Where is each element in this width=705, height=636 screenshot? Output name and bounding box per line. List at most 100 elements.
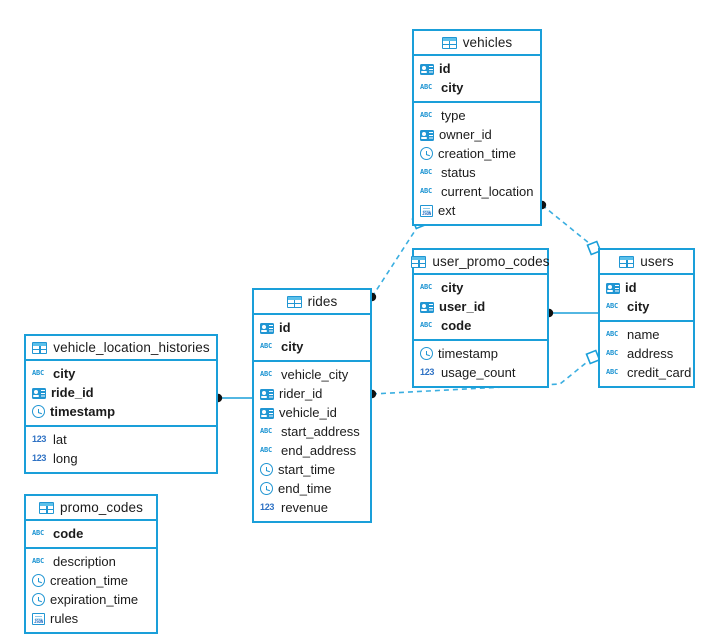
id-card-icon — [32, 387, 46, 399]
table-title: vehicle_location_histories — [53, 340, 210, 355]
clock-icon — [420, 147, 433, 160]
id-card-icon — [260, 407, 274, 419]
id-card-icon — [606, 282, 620, 294]
json-icon — [420, 204, 433, 217]
field-row[interactable]: creation_time — [414, 144, 540, 163]
field-row[interactable]: expiration_time — [26, 590, 156, 609]
abc-text-icon: ABC — [420, 83, 433, 91]
field-row[interactable]: ABC start_address — [254, 422, 370, 441]
field-row[interactable]: ext — [414, 201, 540, 220]
table-grid-icon — [39, 501, 55, 514]
clock-icon — [32, 593, 45, 606]
json-icon — [32, 612, 45, 625]
table-title: rides — [307, 294, 338, 309]
clock-icon — [32, 574, 45, 587]
abc-text-icon: ABC — [260, 446, 273, 454]
abc-text-icon: ABC — [606, 330, 619, 338]
field-label: user_id — [439, 299, 486, 314]
field-row[interactable]: timestamp — [414, 344, 547, 363]
field-row[interactable]: rules — [26, 609, 156, 628]
field-label: credit_card — [627, 365, 692, 380]
field-label: timestamp — [438, 346, 498, 361]
id-card-icon — [420, 129, 434, 141]
table-header[interactable]: vehicles — [414, 31, 540, 56]
clock-icon — [260, 463, 273, 476]
table-title: user_promo_codes — [432, 254, 550, 269]
field-label: vehicle_city — [281, 367, 349, 382]
abc-text-icon: ABC — [260, 427, 273, 435]
field-label: creation_time — [438, 146, 517, 161]
table-header[interactable]: users — [600, 250, 693, 275]
edge-vehicles-to-users[interactable] — [537, 200, 602, 256]
field-row[interactable]: id — [254, 318, 370, 337]
field-row[interactable]: creation_time — [26, 571, 156, 590]
field-label: city — [441, 280, 464, 295]
field-row[interactable]: start_time — [254, 460, 370, 479]
edge-vlh-to-rides[interactable] — [213, 393, 252, 403]
field-row[interactable]: end_time — [254, 479, 370, 498]
field-label: status — [441, 165, 476, 180]
table-grid-icon — [619, 255, 635, 268]
field-label: id — [279, 320, 291, 335]
field-label: creation_time — [50, 573, 129, 588]
field-label: name — [627, 327, 660, 342]
field-label: start_time — [278, 462, 336, 477]
table-header[interactable]: user_promo_codes — [411, 250, 550, 275]
field-label: address — [627, 346, 674, 361]
field-label: start_address — [281, 424, 360, 439]
field-row[interactable]: owner_id — [414, 125, 540, 144]
field-label: id — [439, 61, 451, 76]
field-row[interactable]: user_id — [414, 297, 547, 316]
table-grid-icon — [441, 36, 457, 49]
table-title: users — [640, 254, 674, 269]
field-row[interactable]: rider_id — [254, 384, 370, 403]
table-header[interactable]: promo_codes — [26, 496, 156, 521]
field-label: end_address — [281, 443, 357, 458]
table-header[interactable]: rides — [254, 290, 370, 315]
field-label: end_time — [278, 481, 332, 496]
field-row[interactable]: ABC end_address — [254, 441, 370, 460]
clock-icon — [420, 347, 433, 360]
table-header[interactable]: vehicle_location_histories — [26, 336, 216, 361]
field-row[interactable]: ABC name — [600, 325, 693, 344]
field-row[interactable]: timestamp — [26, 402, 216, 421]
field-row[interactable]: id — [600, 278, 693, 297]
abc-text-icon: ABC — [32, 529, 45, 537]
edge-upc-to-users[interactable] — [544, 308, 598, 318]
field-row[interactable]: id — [414, 59, 540, 78]
number-icon: 123 — [32, 453, 47, 463]
clock-icon — [260, 482, 273, 495]
field-row[interactable]: ride_id — [26, 383, 216, 402]
field-row[interactable]: vehicle_id — [254, 403, 370, 422]
id-card-icon — [420, 301, 434, 313]
